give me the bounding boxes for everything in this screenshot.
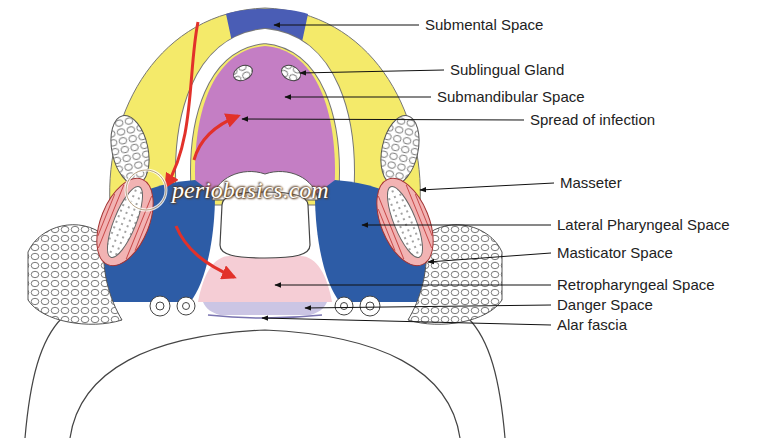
vessel: [156, 302, 164, 310]
skin-outline: [468, 318, 505, 438]
infection-arrow: [194, 116, 238, 160]
region-label: Submental Space: [425, 16, 543, 34]
ramus-bone: [375, 112, 425, 188]
leader-line: [428, 253, 551, 262]
retropharyngeal-space: [198, 256, 332, 302]
leader-line: [275, 285, 551, 286]
leader-line: [262, 318, 551, 325]
infection-arrow: [176, 226, 234, 277]
vessel: [150, 296, 170, 316]
leader-line: [362, 225, 551, 226]
part-label: Sublingual Gland: [450, 61, 564, 79]
watermark: periobasics.com: [172, 176, 329, 204]
part-label: Alar fascia: [557, 316, 627, 334]
leader-line: [274, 25, 419, 26]
vessel: [183, 303, 190, 310]
vessel: [341, 303, 348, 310]
danger-space: [203, 302, 327, 315]
ramus-bone: [381, 183, 430, 262]
vessel: [366, 302, 374, 310]
infection-arrow: [166, 22, 198, 186]
vessel: [335, 297, 353, 315]
leader-line: [305, 305, 551, 308]
carotid-sheath: [150, 296, 380, 316]
watermark-logo: [126, 170, 166, 210]
region-label: Danger Space: [557, 296, 653, 314]
leader-line: [420, 183, 554, 190]
masseter-muscle: [366, 170, 445, 273]
sublingual-gland: [279, 62, 303, 83]
part-label: Masseter: [560, 174, 622, 192]
region-label: Lateral Pharyngeal Space: [557, 216, 730, 234]
vessel: [360, 296, 380, 316]
region-label: Masticator Space: [557, 244, 673, 262]
alar-fascia: [208, 315, 322, 318]
arrow-label: Spread of infection: [530, 111, 655, 129]
region-label: Retropharyngeal Space: [557, 276, 715, 294]
yellow-space: [110, 8, 421, 205]
watermark-logo: [126, 170, 166, 210]
leader-line: [300, 70, 444, 73]
leader-line: [242, 119, 524, 120]
neck-outline: [70, 330, 460, 438]
vessel: [177, 297, 195, 315]
muscle-fibres: [374, 183, 437, 261]
masseter-muscle: [366, 170, 445, 273]
sublingual-gland: [231, 62, 255, 83]
region-label: Submandibular Space: [437, 88, 585, 106]
muscle-fibres: [94, 183, 157, 261]
skin-outline: [25, 318, 62, 438]
leader-line: [285, 97, 431, 98]
